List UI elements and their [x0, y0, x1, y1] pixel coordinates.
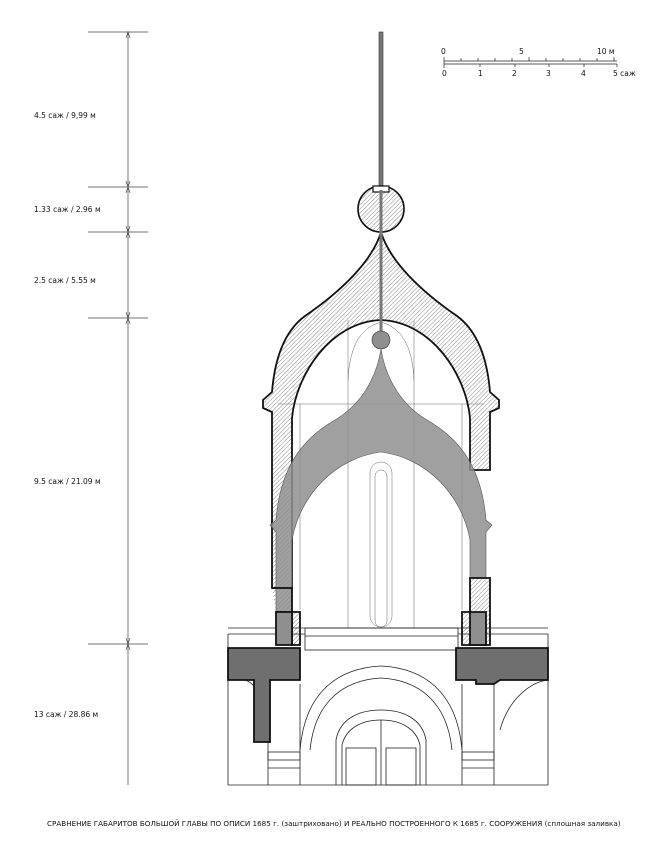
dimension-label-2: 1.33 саж / 2.96 м [34, 205, 101, 214]
caption: СРАВНЕНИЕ ГАБАРИТОВ БОЛЬШОЙ ГЛАВЫ ПО ОПИ… [47, 819, 621, 828]
scale-meter-0: 0 [441, 47, 446, 56]
scale-sazhen-4: 4 [581, 69, 586, 78]
dimension-labels: 4.5 саж / 9,99 м 1.33 саж / 2.96 м 2.5 с… [34, 111, 101, 719]
scale-sazhen-3: 3 [546, 69, 551, 78]
dimension-label-3: 2.5 саж / 5.55 м [34, 276, 96, 285]
scale-meter-10: 10 м [597, 47, 615, 56]
scale-sazhen-1: 1 [478, 69, 483, 78]
scale-sazhen-5: 5 саж [613, 69, 636, 78]
solid-lower-structure [227, 611, 549, 743]
hatched-dome [262, 185, 500, 589]
scale-sazhen-0: 0 [442, 69, 447, 78]
scale-meter-5: 5 [519, 47, 524, 56]
spire [378, 31, 384, 189]
solid-dome [269, 330, 493, 613]
dimension-chain [88, 30, 148, 785]
dimension-label-4: 9.5 саж / 21.09 м [34, 477, 101, 486]
scale-sazhen-2: 2 [512, 69, 517, 78]
dimension-label-5: 13 саж / 28.86 м [34, 710, 98, 719]
dimension-label-1: 4.5 саж / 9,99 м [34, 111, 96, 120]
base-building [227, 627, 549, 786]
scale-bar: 0 5 10 м 0 1 2 3 4 5 саж [441, 47, 636, 78]
